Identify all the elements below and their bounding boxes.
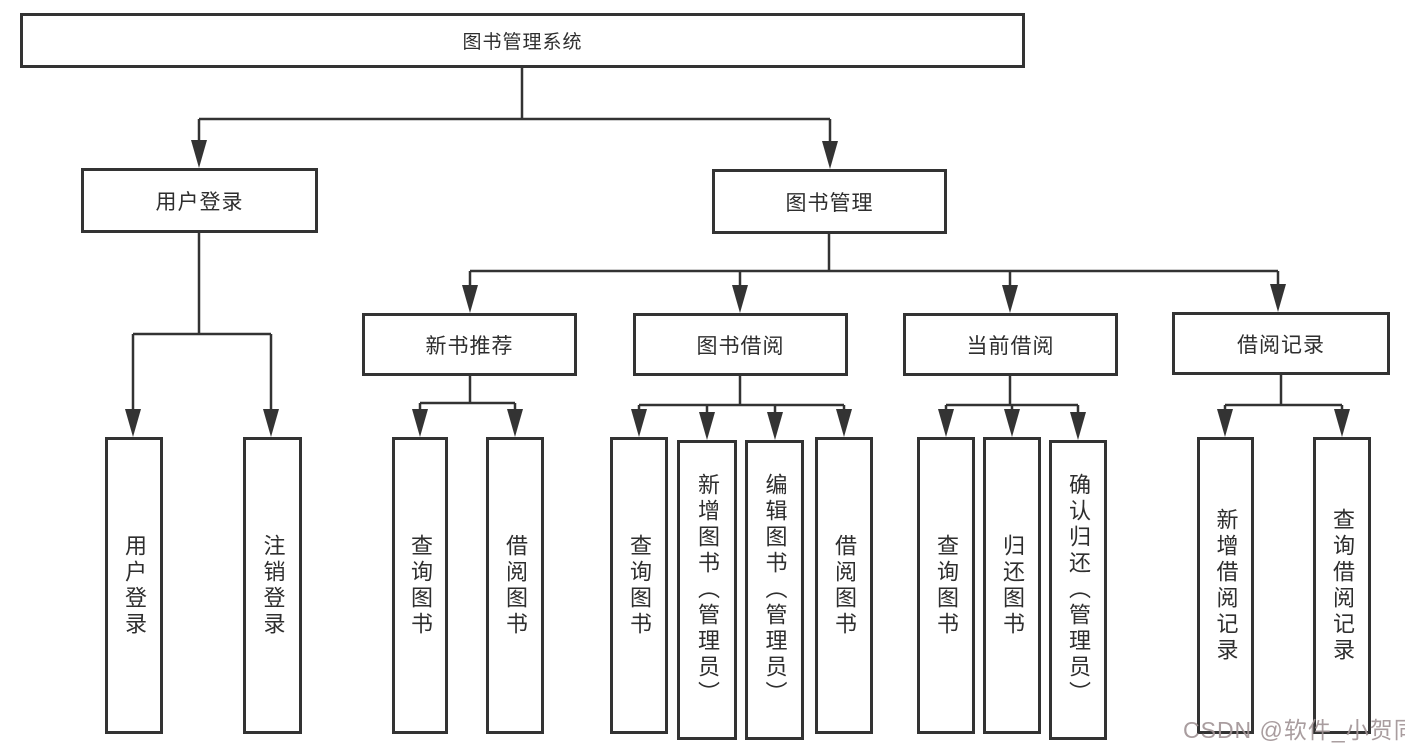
node-add-borrow-record: 新增借阅记录 [1197,437,1254,734]
node-label: 查询图书 [408,533,433,638]
node-label: 查询图书 [934,533,959,638]
node-edit-books-admin: 编辑图书（管理员） [745,440,804,740]
node-query-books-borrowing: 查询图书 [610,437,668,734]
node-label: 新增借阅记录 [1213,507,1239,664]
node-label: 借阅记录 [1237,333,1325,357]
node-label: 编辑图书（管理员） [762,473,788,707]
node-label: 注销登录 [260,533,286,638]
node-label: 图书借阅 [696,334,785,358]
node-label: 确认归还（管理员） [1066,473,1091,707]
node-borrowing-records: 借阅记录 [1172,312,1390,375]
node-label: 归还图书 [1000,533,1025,638]
node-root-system: 图书管理系统 [20,13,1025,68]
node-return-books: 归还图书 [983,437,1041,734]
node-label: 新书推荐 [425,334,514,358]
node-root-label: 图书管理系统 [462,32,583,53]
node-user-login-branch: 用户登录 [81,168,318,233]
node-new-book-recommendation: 新书推荐 [362,313,577,376]
node-label: 借阅图书 [503,533,528,638]
node-borrow-books-recommend: 借阅图书 [486,437,544,734]
node-current-borrowing: 当前借阅 [903,313,1118,376]
node-label: 借阅图书 [832,533,857,638]
node-query-books-recommend: 查询图书 [392,437,448,734]
node-query-borrow-record: 查询借阅记录 [1313,437,1371,734]
node-user-login-leaf: 用户登录 [105,437,163,734]
node-label: 图书管理 [785,191,874,215]
node-add-books-admin: 新增图书（管理员） [677,440,737,740]
node-query-books-current: 查询图书 [917,437,975,734]
node-confirm-return-admin: 确认归还（管理员） [1049,440,1107,740]
node-book-borrowing: 图书借阅 [633,313,848,376]
node-label: 查询图书 [627,533,652,638]
csdn-watermark: CSDN @软件_小贺同学 [1183,717,1405,743]
node-label: 新增图书（管理员） [695,473,720,707]
node-borrow-books: 借阅图书 [815,437,873,734]
node-label: 用户登录 [155,190,244,214]
node-logout: 注销登录 [243,437,302,734]
node-book-management-branch: 图书管理 [712,169,947,234]
node-label: 当前借阅 [966,334,1055,358]
node-label: 用户登录 [122,533,147,638]
node-label: 查询借阅记录 [1330,507,1355,664]
